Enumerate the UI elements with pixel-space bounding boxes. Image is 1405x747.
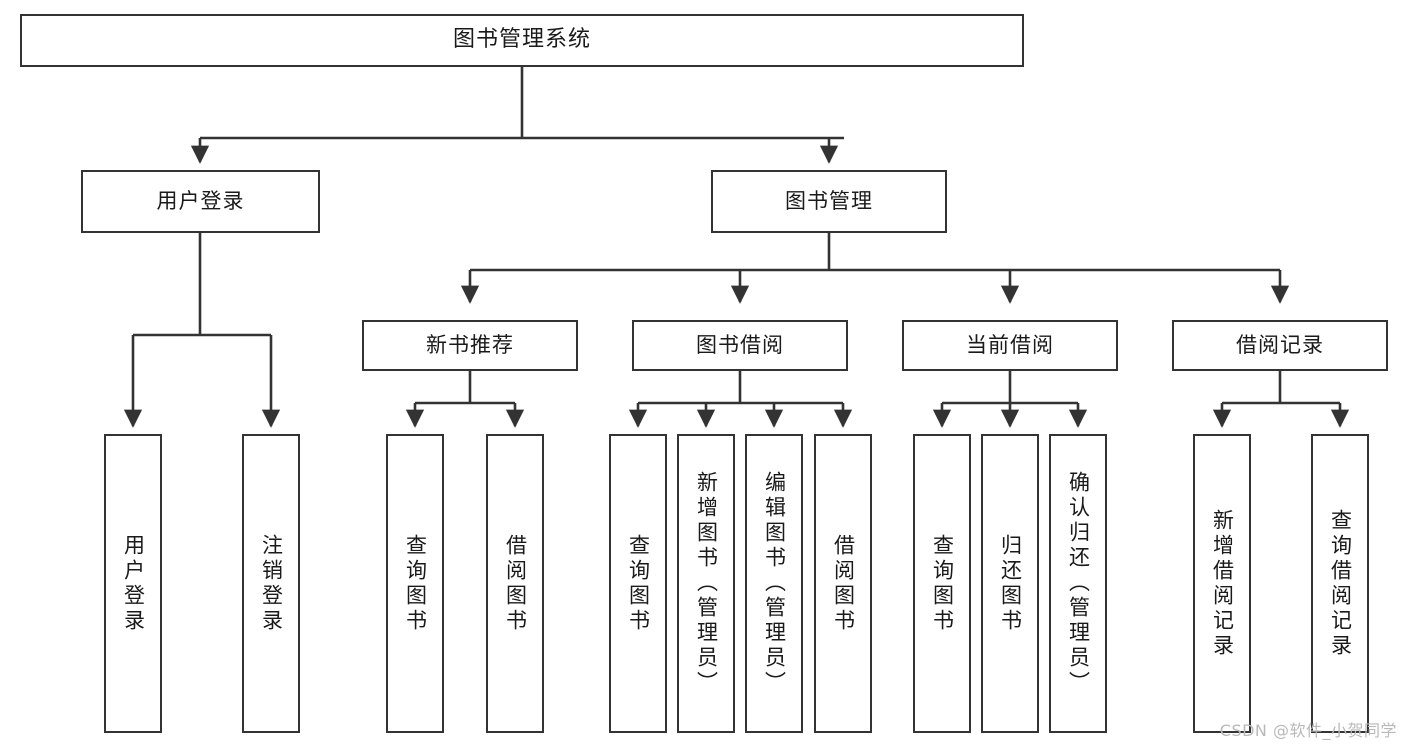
leaf-confirm-return-admin[interactable]: 确认归还（管理员） [1049,434,1107,733]
node-label: 当前借阅 [966,332,1054,357]
node-label: 注销登录 [259,533,284,634]
node-book-borrow[interactable]: 图书借阅 [632,320,848,371]
node-label: 图书借阅 [696,332,784,357]
leaf-query-book-current[interactable]: 查询图书 [913,434,971,733]
node-borrow-record[interactable]: 借阅记录 [1172,320,1388,371]
node-user-login[interactable]: 用户登录 [81,170,320,233]
csdn-watermark: CSDN @软件_小贺同学 [1219,721,1397,740]
node-label: 借阅记录 [1236,332,1324,357]
node-book-manage[interactable]: 图书管理 [711,170,947,233]
node-label: 归还图书 [998,533,1023,634]
node-label: 查询图书 [403,533,428,634]
node-label: 用户登录 [121,533,146,634]
node-label: 新书推荐 [426,332,514,357]
node-label: 借阅图书 [503,533,528,634]
leaf-borrow-book-recommend[interactable]: 借阅图书 [486,434,544,733]
leaf-edit-book-admin[interactable]: 编辑图书（管理员） [745,434,803,733]
node-label: 用户登录 [156,188,245,213]
leaf-borrow-book-borrow[interactable]: 借阅图书 [814,434,872,733]
node-label: 编辑图书（管理员） [762,471,787,696]
node-label: 新增图书（管理员） [694,471,719,696]
node-label: 新增借阅记录 [1210,508,1235,659]
node-label: 借阅图书 [831,533,856,634]
node-label: 查询图书 [626,533,651,634]
node-label: 确认归还（管理员） [1066,471,1091,696]
node-label: 图书管理系统 [452,27,591,53]
node-label: 查询借阅记录 [1328,508,1353,659]
node-label: 图书管理 [785,188,873,213]
leaf-add-book-admin[interactable]: 新增图书（管理员） [677,434,735,733]
leaf-query-borrow-record[interactable]: 查询借阅记录 [1311,434,1369,733]
leaf-query-book-borrow[interactable]: 查询图书 [609,434,667,733]
leaf-return-book[interactable]: 归还图书 [981,434,1039,733]
node-new-book-recommend[interactable]: 新书推荐 [362,320,578,371]
leaf-logout-login[interactable]: 注销登录 [242,434,300,733]
node-current-borrow[interactable]: 当前借阅 [902,320,1118,371]
leaf-add-borrow-record[interactable]: 新增借阅记录 [1193,434,1251,733]
leaf-user-login[interactable]: 用户登录 [104,434,162,733]
node-label: 查询图书 [930,533,955,634]
leaf-query-book-recommend[interactable]: 查询图书 [386,434,444,733]
node-root-system[interactable]: 图书管理系统 [20,14,1024,67]
